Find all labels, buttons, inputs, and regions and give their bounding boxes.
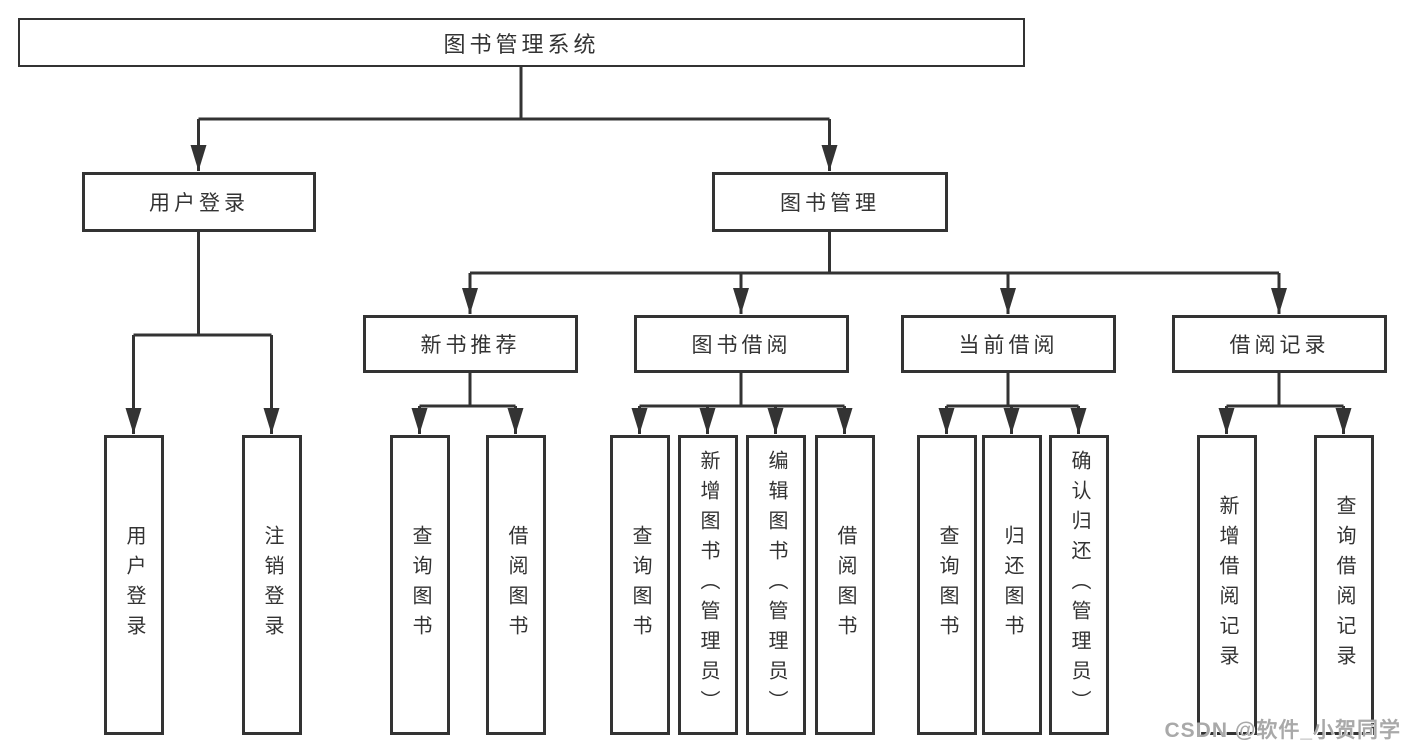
node-current-borrow: 当前借阅	[901, 315, 1116, 373]
leaf-return-books: 归还图书	[982, 435, 1042, 735]
leaf-borrow-books-recommend: 借阅图书	[486, 435, 546, 735]
node-book-management: 图书管理	[712, 172, 948, 232]
leaf-query-books-recommend: 查询图书	[390, 435, 450, 735]
leaf-query-borrow-record: 查询借阅记录	[1314, 435, 1374, 735]
leaf-user-login: 用户登录	[104, 435, 164, 735]
node-root-system: 图书管理系统	[18, 18, 1025, 67]
csdn-watermark: CSDN @软件_小贺同学	[1164, 719, 1401, 742]
leaf-confirm-return-admin: 确认归还（管理员）	[1049, 435, 1109, 735]
leaf-add-borrow-record: 新增借阅记录	[1197, 435, 1257, 735]
leaf-query-books-current: 查询图书	[917, 435, 977, 735]
leaf-add-books-admin: 新增图书（管理员）	[678, 435, 738, 735]
leaf-borrow-books: 借阅图书	[815, 435, 875, 735]
node-borrow-records: 借阅记录	[1172, 315, 1387, 373]
leaf-query-books-borrow: 查询图书	[610, 435, 670, 735]
node-user-login: 用户登录	[82, 172, 316, 232]
leaf-logout: 注销登录	[242, 435, 302, 735]
node-new-book-recommend: 新书推荐	[363, 315, 578, 373]
leaf-edit-books-admin: 编辑图书（管理员）	[746, 435, 806, 735]
node-book-borrow: 图书借阅	[634, 315, 849, 373]
